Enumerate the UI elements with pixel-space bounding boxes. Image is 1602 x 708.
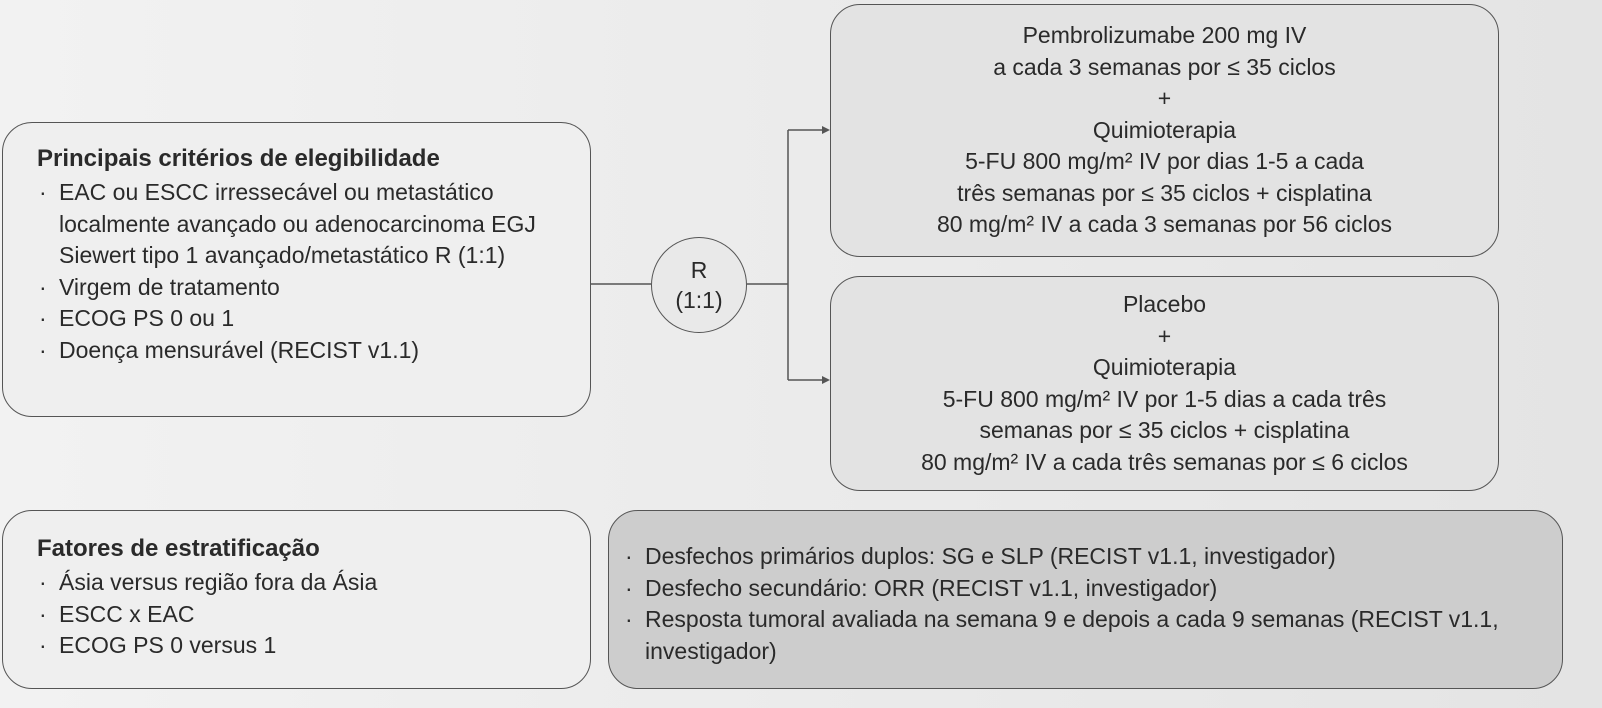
arm-line: +	[1157, 322, 1172, 349]
arm-line: a cada 3 semanas por ≤ 35 ciclos	[993, 53, 1336, 80]
arm-line: 80 mg/m² IV a cada três semanas por ≤ 6 …	[921, 448, 1408, 475]
list-item: EAC ou ESCC irressecável ou metastático …	[37, 177, 570, 272]
stratification-title: Fatores de estratificação	[37, 535, 320, 562]
list-item: ESCC x EAC	[37, 599, 570, 631]
stratification-box: Fatores de estratificação Ásia versus re…	[2, 510, 591, 689]
list-item: Virgem de tratamento	[37, 272, 570, 304]
list-item: Ásia versus região fora da Ásia	[37, 567, 570, 599]
eligibility-title: Principais critérios de elegibilidade	[37, 145, 440, 172]
arm-line: 5-FU 800 mg/m² IV por dias 1-5 a cada	[965, 148, 1364, 175]
list-item: Desfechos primários duplos: SG e SLP (RE…	[623, 541, 1548, 573]
arm-line: Placebo	[1122, 291, 1207, 317]
arm-line: Quimioterapia	[1092, 116, 1237, 143]
list-item: Resposta tumoral avaliada na semana 9 e …	[623, 604, 1548, 667]
arm-line: 80 mg/m² IV a cada 3 semanas por 56 cicl…	[936, 211, 1393, 238]
arrow-head-top	[822, 126, 830, 134]
pembrolizumab-arm-box: Pembrolizumabe 200 mg IV a cada 3 semana…	[830, 4, 1499, 257]
arrow-head-bottom	[822, 376, 830, 384]
eligibility-box: Principais critérios de elegibilidade EA…	[2, 122, 591, 417]
placebo-arm-box: Placebo + Quimioterapia 5-FU 800 mg/m² I…	[830, 276, 1499, 491]
randomization-ratio: (1:1)	[675, 287, 723, 313]
arm-line: +	[1157, 85, 1172, 112]
endpoints-box: Desfechos primários duplos: SG e SLP (RE…	[608, 510, 1563, 689]
arm-line: 5-FU 800 mg/m² IV por 1-5 dias a cada tr…	[942, 385, 1387, 412]
list-item: Doença mensurável (RECIST v1.1)	[37, 335, 570, 367]
list-item: ECOG PS 0 versus 1	[37, 630, 570, 662]
list-item: Desfecho secundário: ORR (RECIST v1.1, i…	[623, 573, 1548, 605]
arm-line: Pembrolizumabe 200 mg IV	[1022, 22, 1307, 49]
arm-line: semanas por ≤ 35 ciclos + cisplatina	[979, 417, 1350, 443]
randomization-label: R	[690, 257, 708, 283]
randomization-circle: R (1:1)	[651, 237, 747, 333]
arm-line: três semanas por ≤ 35 ciclos + cisplatin…	[957, 179, 1372, 206]
arm-line: Quimioterapia	[1092, 354, 1237, 380]
list-item: ECOG PS 0 ou 1	[37, 303, 570, 335]
